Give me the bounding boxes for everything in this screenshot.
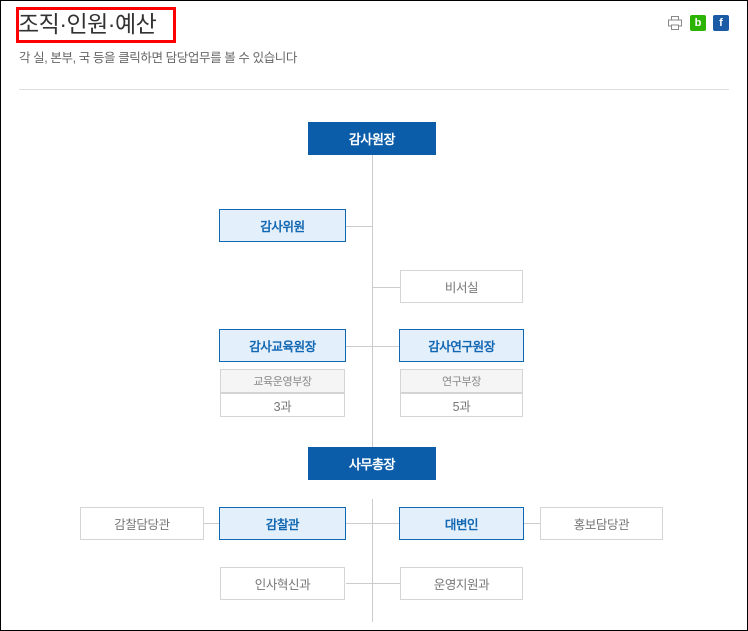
org-node-pr-officer[interactable]: 홍보담당관 xyxy=(540,507,663,540)
page-subtitle: 각 실, 본부, 국 등을 클릭하면 담당업무를 볼 수 있습니다 xyxy=(19,51,298,65)
facebook-icon[interactable]: f xyxy=(713,15,729,31)
naver-blog-icon[interactable]: b xyxy=(690,15,706,31)
page-title: 조직·인원·예산 xyxy=(18,11,157,37)
org-node-audit-edu-director[interactable]: 감사교육원장 xyxy=(219,329,346,362)
org-node-audit-commissioner[interactable]: 감사위원 xyxy=(219,209,346,242)
connector-audit-commissioner xyxy=(346,226,373,227)
org-node-res-divisions[interactable]: 5과 xyxy=(400,393,523,417)
trunk-line-1 xyxy=(372,152,373,343)
connector-inspection-officer xyxy=(204,523,221,524)
header-divider xyxy=(19,89,729,90)
org-node-chairman[interactable]: 감사원장 xyxy=(308,122,436,155)
org-node-secretary-general[interactable]: 사무총장 xyxy=(308,447,436,480)
org-node-secretariat-office[interactable]: 비서실 xyxy=(400,270,523,303)
page-header: 조직·인원·예산 각 실, 본부, 국 등을 클릭하면 담당업무를 볼 수 있습… xyxy=(1,1,747,90)
connector-operations-support xyxy=(372,583,401,584)
org-node-edu-divisions[interactable]: 3과 xyxy=(220,393,345,417)
connector-hr-innovation xyxy=(346,583,373,584)
connector-secretariat-office xyxy=(372,287,401,288)
org-chart: 감사원장 감사위원 비서실 감사교육원장 교육운영부장 3과 감사연구원장 연구… xyxy=(1,89,747,630)
trunk-line-4 xyxy=(372,499,373,622)
connector-spokesperson xyxy=(372,523,401,524)
org-node-operations-support[interactable]: 운영지원과 xyxy=(400,567,523,600)
header-icon-group: b f xyxy=(667,15,729,31)
connector-audit-edu-director xyxy=(346,346,373,347)
trunk-line-3 xyxy=(372,376,373,476)
org-node-hr-innovation[interactable]: 인사혁신과 xyxy=(220,567,345,600)
org-node-inspector[interactable]: 감찰관 xyxy=(219,507,346,540)
connector-inspector xyxy=(346,523,373,524)
connector-pr-officer xyxy=(523,523,540,524)
org-node-audit-res-director[interactable]: 감사연구원장 xyxy=(399,329,524,362)
org-node-spokesperson[interactable]: 대변인 xyxy=(399,507,524,540)
trunk-line-2 xyxy=(372,274,373,449)
org-node-inspection-officer[interactable]: 감찰담당관 xyxy=(80,507,204,540)
connector-audit-res-director xyxy=(372,346,401,347)
org-node-edu-ops-director: 교육운영부장 xyxy=(220,369,345,393)
org-node-research-director: 연구부장 xyxy=(400,369,523,393)
print-icon[interactable] xyxy=(667,15,683,31)
